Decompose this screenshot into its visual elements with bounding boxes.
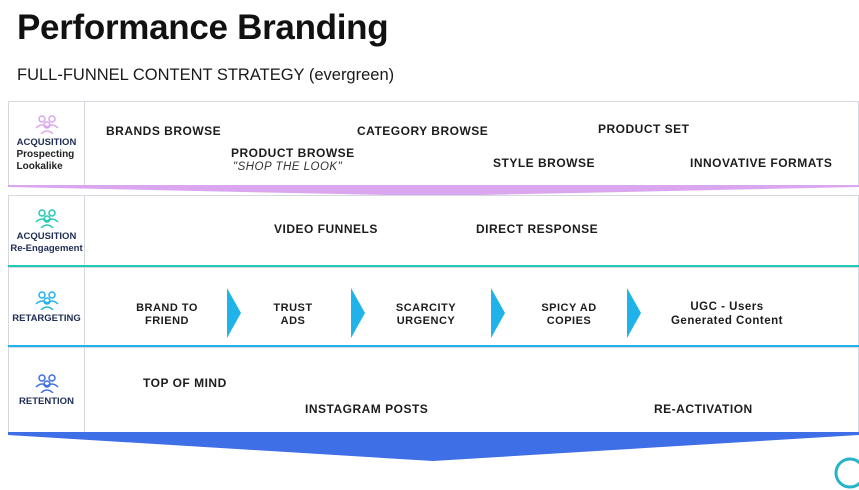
row-acquisition-prospecting: ACQUSITION Prospecting Lookalike BRANDS … <box>8 101 859 187</box>
logo-mark-icon <box>834 457 859 489</box>
step-spicy-ad-copies: SPICY AD COPIES <box>541 302 597 328</box>
row-label-title: ACQUSITION <box>16 231 77 243</box>
row-acquisition-reengagement: ACQUSITION Re-Engagement VIDEO FUNNELS D… <box>8 195 859 268</box>
row-label-sub: Prospecting Lookalike <box>16 148 75 173</box>
funnel-band-royal-blue <box>8 432 859 461</box>
row-retention: RETENTION TOP OF MIND INSTAGRAM POSTS RE… <box>8 347 859 433</box>
row-label-sub: Re-Engagement <box>10 243 83 254</box>
people-group-icon <box>34 373 59 393</box>
page-subtitle: FULL-FUNNEL CONTENT STRATEGY (evergreen) <box>17 66 395 84</box>
row-retargeting: RETARGETING BRAND TO FRIEND TRUST ADS SC… <box>8 267 859 348</box>
step-scarcity-urgency: SCARCITY URGENCY <box>395 302 457 328</box>
row-label: ACQUSITION Re-Engagement <box>9 196 85 267</box>
step-brand-to-friend: BRAND TO FRIEND <box>136 302 198 328</box>
product-set-item: PRODUCT SET <box>598 122 690 136</box>
row-label: RETENTION <box>9 348 85 432</box>
row-label-title: RETARGETING <box>12 313 81 325</box>
video-funnels-item: VIDEO FUNNELS <box>274 222 378 236</box>
re-activation-item: RE-ACTIVATION <box>654 402 753 416</box>
chevron-right-icon <box>227 288 241 338</box>
style-browse-item: STYLE BROWSE <box>493 156 596 170</box>
row-label: ACQUSITION Prospecting Lookalike <box>9 102 85 186</box>
row-label-title: ACQUSITION <box>16 137 77 149</box>
people-group-icon <box>34 209 59 229</box>
chevron-right-icon <box>351 288 365 338</box>
product-browse-item: PRODUCT BROWSE <box>231 146 355 160</box>
step-ugc: UGC - Users Generated Content <box>670 301 783 328</box>
direct-response-item: DIRECT RESPONSE <box>476 222 599 236</box>
funnel-table: ACQUSITION Prospecting Lookalike BRANDS … <box>8 101 859 489</box>
category-browse-item: CATEGORY BROWSE <box>357 124 489 138</box>
people-group-icon <box>34 291 59 311</box>
shop-the-look-item: "SHOP THE LOOK" <box>233 161 343 173</box>
innovative-formats-item: INNOVATIVE FORMATS <box>690 156 833 170</box>
people-group-icon <box>34 115 59 135</box>
funnel-band-lilac <box>8 185 859 196</box>
chevron-right-icon <box>627 288 641 338</box>
top-of-mind-item: TOP OF MIND <box>143 376 227 390</box>
row-label: RETARGETING <box>9 268 85 347</box>
step-trust-ads: TRUST ADS <box>273 302 313 328</box>
chevron-right-icon <box>491 288 505 338</box>
brands-browse-item: BRANDS BROWSE <box>106 124 222 138</box>
row-label-title: RETENTION <box>19 395 74 407</box>
instagram-posts-item: INSTAGRAM POSTS <box>305 402 429 416</box>
page-title: Performance Branding <box>17 8 389 47</box>
